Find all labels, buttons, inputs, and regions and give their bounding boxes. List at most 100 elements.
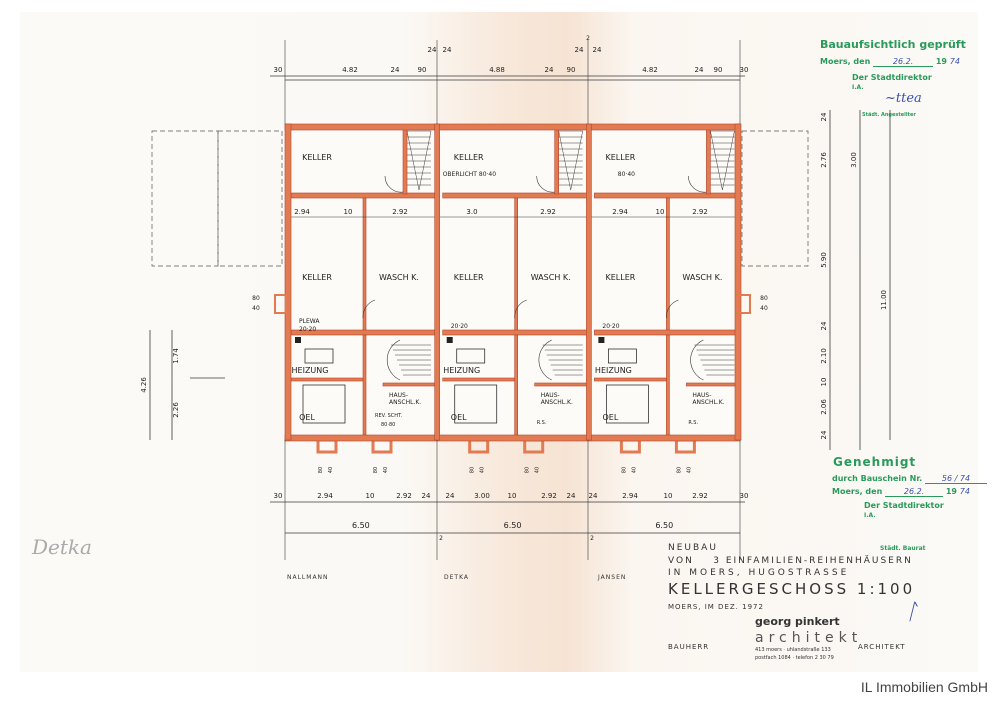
stamp-date-label: Moers, den	[820, 57, 871, 66]
stamp-permit-heading: Genehmigt	[833, 455, 917, 469]
room-label-heizung: HEIZUNG	[595, 366, 632, 375]
stamp-ia: I.A.	[852, 84, 864, 91]
stamp-date-value: 26.2.	[885, 487, 944, 497]
chimney	[295, 337, 301, 343]
stamp-year-prefix: 19	[945, 487, 957, 496]
wall	[534, 382, 589, 387]
stair-arrow	[722, 130, 735, 191]
architect-address: 413 moers · uhlandstraße 133	[755, 647, 831, 653]
wall	[382, 382, 438, 387]
room-label-rs: R.S.	[537, 420, 547, 426]
bottom-dimension: 2.92	[541, 492, 557, 500]
owner-label-3: JANSEN	[598, 574, 627, 581]
light-well-dim: 80	[470, 467, 476, 473]
architect-name: georg pinkert	[755, 615, 840, 628]
wall	[514, 334, 519, 436]
bottom-dimension: 30	[740, 492, 749, 500]
right-dimension: 10	[820, 378, 828, 387]
light-well	[619, 438, 641, 454]
wall	[554, 127, 560, 195]
architect-contact: postfach 1084 · telefon 2 30 79	[755, 655, 834, 661]
stamp-authority: Der Stadtdirektor	[852, 73, 932, 82]
stamp-permit-date: Moers, den 26.2. 19 74	[832, 487, 970, 497]
light-well	[371, 438, 393, 454]
wall	[734, 123, 742, 441]
stamp-year-prefix: 19	[935, 57, 947, 66]
room-label-rev-schacht: REV. SCHT.	[375, 413, 402, 419]
room-label-haus-anschl: ANSCHL.K.	[541, 399, 573, 406]
wall	[402, 127, 408, 195]
light-well-dim: 40	[480, 467, 486, 473]
door-swing	[514, 299, 527, 319]
top-dimension: 30	[274, 66, 283, 74]
right-dimension: 2.76	[820, 152, 828, 168]
owner-label-1: NALLMANN	[287, 574, 329, 581]
plewa-size: 20·20	[602, 323, 619, 330]
stair-arrow	[418, 130, 432, 191]
left-dimension: 1.74	[172, 348, 180, 364]
plewa-size: 20·20	[451, 323, 468, 330]
oil-tank	[606, 384, 649, 424]
wall	[434, 123, 441, 441]
room-label-haus-anschl: ANSCHL.K.	[389, 399, 421, 406]
inner-dimension: 2.94	[294, 208, 310, 216]
chimney	[598, 337, 605, 343]
top-dimension: 24	[428, 46, 437, 54]
top-dimension: 4.88	[489, 66, 505, 74]
wall	[284, 434, 741, 442]
stamp-authority: Der Stadtdirektor	[864, 501, 944, 510]
bottom-dimension: 2.94	[317, 492, 333, 500]
wall	[594, 377, 667, 382]
bottom-dimension: 24	[589, 492, 598, 500]
door-swing	[362, 299, 376, 319]
room-label-keller: KELLER	[454, 153, 484, 162]
top-dimension: 24	[575, 46, 584, 54]
room-label-oberlicht: OBERLICHT 80·40	[443, 171, 497, 178]
room-label-oel: OEL	[451, 413, 467, 422]
room-label-keller: KELLER	[605, 273, 635, 282]
wall	[290, 377, 364, 382]
light-well-dim: 40	[383, 467, 389, 473]
right-dimension: 11.00	[880, 290, 888, 310]
side-window-dim: 40	[252, 305, 260, 312]
wall	[284, 123, 741, 131]
grid-mark: 2	[586, 35, 590, 42]
right-dimension: 2.06	[820, 399, 828, 415]
stamp-permit-value: 56 / 74	[924, 474, 987, 484]
stair-arrow	[570, 130, 583, 191]
inner-dimension: 2.92	[540, 208, 556, 216]
right-dimension: 3.00	[850, 152, 858, 168]
oil-tank	[454, 384, 498, 424]
bottom-dimension: 24	[567, 492, 576, 500]
wall	[586, 123, 592, 441]
chimney	[446, 337, 453, 343]
right-dimension: 24	[820, 321, 828, 330]
grid-mark: 2	[439, 535, 443, 542]
wall	[706, 127, 711, 195]
top-dimension: 90	[418, 66, 427, 74]
side-window	[274, 294, 287, 314]
top-dimension: 24	[443, 46, 452, 54]
light-well	[316, 438, 338, 454]
room-label-wasch: WASCH K.	[531, 273, 571, 282]
top-dimension: 24	[391, 66, 400, 74]
light-well	[674, 438, 696, 454]
dimension-total: 6.50	[352, 521, 370, 530]
door-swing	[666, 299, 679, 319]
stamp-date-value: 26.2.	[873, 57, 934, 67]
bottom-dimension: 10	[664, 492, 673, 500]
room-label-keller: KELLER	[454, 273, 484, 282]
light-well-dim: 80	[621, 467, 627, 473]
inner-dimension: 3.0	[466, 208, 477, 216]
wall	[594, 329, 741, 336]
light-well-dim: 80	[373, 467, 379, 473]
bottom-dimension: 24	[446, 492, 455, 500]
door-swing	[536, 175, 555, 193]
side-window-dim: 80	[760, 295, 768, 302]
stair-arrow	[558, 130, 571, 191]
wall	[362, 334, 367, 436]
terrace-outline-right	[741, 130, 809, 267]
room-label-haus: HAUS-	[389, 392, 408, 399]
rev-schacht-size: 80·80	[381, 422, 395, 428]
light-well-dim: 40	[631, 467, 637, 473]
